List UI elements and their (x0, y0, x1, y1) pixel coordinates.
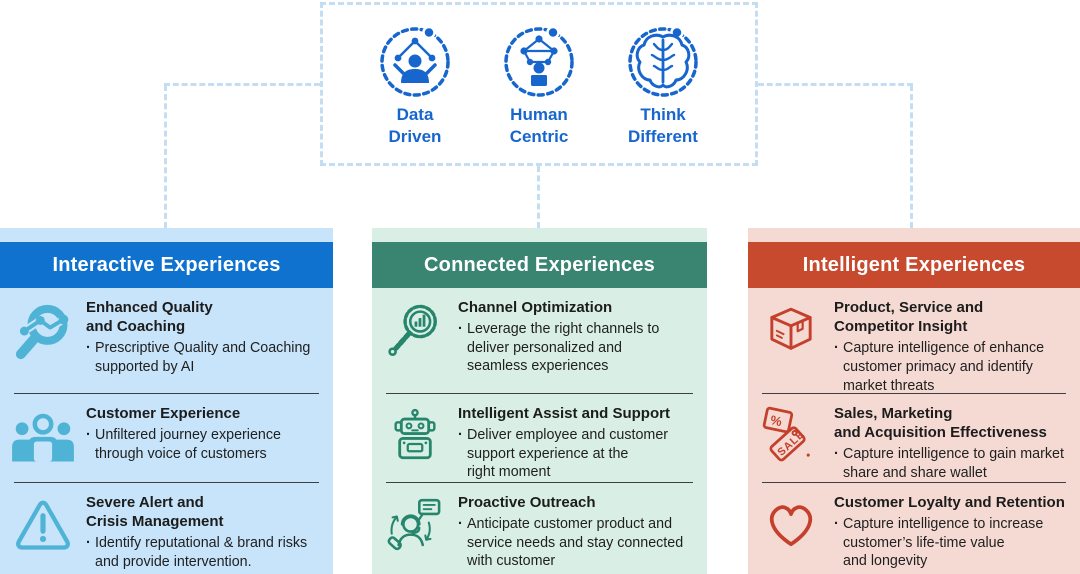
section-divider (386, 393, 693, 394)
item-bullet: Identify reputational & brand risks and … (95, 535, 308, 570)
connector-right-horizontal (758, 83, 913, 86)
item-bullet: Capture intelligence of enhance customer… (843, 340, 1045, 394)
item-title: Sales, Marketing and Acquisition Effecti… (834, 405, 1047, 442)
item-title: Customer Loyalty and Retention (834, 494, 1065, 511)
list-item: Customer Loyalty and Retention Capture i… (748, 483, 1080, 574)
card-interactive-experiences: Interactive Experiences Enhanced Quality… (0, 228, 333, 574)
list-item: Intelligent Assist and Support Deliver e… (372, 394, 707, 482)
bullet-marker (86, 534, 95, 571)
bullet-marker (86, 426, 95, 463)
item-title: Severe Alert and Crisis Management (86, 494, 224, 531)
connector-middle-vertical (537, 166, 540, 228)
principle-label: Data Driven (388, 105, 442, 147)
item-title: Channel Optimization (458, 299, 613, 316)
item-title: Customer Experience (86, 405, 241, 422)
item-title: Product, Service and Competitor Insight (834, 299, 984, 336)
bullet-marker (86, 339, 95, 376)
item-bullet: Capture intelligence to increase custome… (843, 516, 1044, 570)
bullet-marker (834, 339, 843, 395)
channel-optimization-icon (372, 288, 458, 393)
card-title: Connected Experiences (372, 242, 707, 288)
section-divider (762, 393, 1066, 394)
severe-alert-icon (0, 483, 86, 574)
list-item: Product, Service and Competitor Insight … (748, 288, 1080, 395)
card-intelligent-experiences: Intelligent Experiences Product, Service… (748, 228, 1080, 574)
card-connected-experiences: Connected Experiences Channel Optimizati… (372, 228, 707, 574)
data-driven-icon (378, 25, 452, 99)
connector-right-vertical (910, 85, 913, 228)
bullet-marker (834, 515, 843, 571)
quality-coaching-icon (0, 288, 86, 393)
connector-left-horizontal (164, 83, 320, 86)
principle-data-driven: Data Driven (365, 25, 465, 148)
section-divider (762, 482, 1066, 483)
item-bullet: Deliver employee and customer support ex… (467, 427, 669, 481)
list-item: Severe Alert and Crisis Management Ident… (0, 483, 333, 574)
card-title: Interactive Experiences (0, 242, 333, 288)
item-bullet: Unfiltered journey experience through vo… (95, 427, 281, 462)
bullet-marker (458, 426, 467, 482)
list-item: Customer Experience Unfiltered journey e… (0, 394, 333, 482)
card-title: Intelligent Experiences (748, 242, 1080, 288)
customer-loyalty-icon (748, 483, 834, 574)
item-bullet: Prescriptive Quality and Coaching suppor… (95, 340, 311, 375)
item-bullet: Anticipate customer product and service … (467, 516, 684, 570)
intelligent-assist-icon (372, 394, 458, 482)
list-item: Enhanced Quality and Coaching Prescripti… (0, 288, 333, 393)
principles-box: Data Driven Human Centric (320, 2, 758, 166)
item-bullet: Capture intelligence to gain market shar… (843, 446, 1064, 481)
principle-think-different: Think Different (613, 25, 713, 148)
bullet-marker (458, 320, 467, 376)
item-bullet: Leverage the right channels to deliver p… (467, 321, 660, 375)
connector-left-vertical (164, 85, 167, 228)
percent-tag-text: % (769, 412, 784, 429)
proactive-outreach-icon (372, 483, 458, 574)
product-insight-icon (748, 288, 834, 393)
bullet-marker (458, 515, 467, 571)
principle-label: Think Different (628, 105, 698, 147)
bullet-marker (834, 445, 843, 482)
think-different-icon (626, 25, 700, 99)
principle-human-centric: Human Centric (489, 25, 589, 148)
principle-label: Human Centric (509, 105, 569, 147)
item-title: Proactive Outreach (458, 494, 596, 511)
item-title: Intelligent Assist and Support (458, 405, 670, 422)
list-item: % SALE Sales, Marketing and Acquisition … (748, 394, 1080, 482)
list-item: Channel Optimization Leverage the right … (372, 288, 707, 393)
section-divider (14, 393, 319, 394)
section-divider (14, 482, 319, 483)
human-centric-icon (502, 25, 576, 99)
sales-marketing-icon: % SALE (748, 394, 834, 482)
item-title: Enhanced Quality and Coaching (86, 299, 213, 336)
customer-experience-icon (0, 394, 86, 482)
list-item: Proactive Outreach Anticipate customer p… (372, 483, 707, 574)
section-divider (386, 482, 693, 483)
